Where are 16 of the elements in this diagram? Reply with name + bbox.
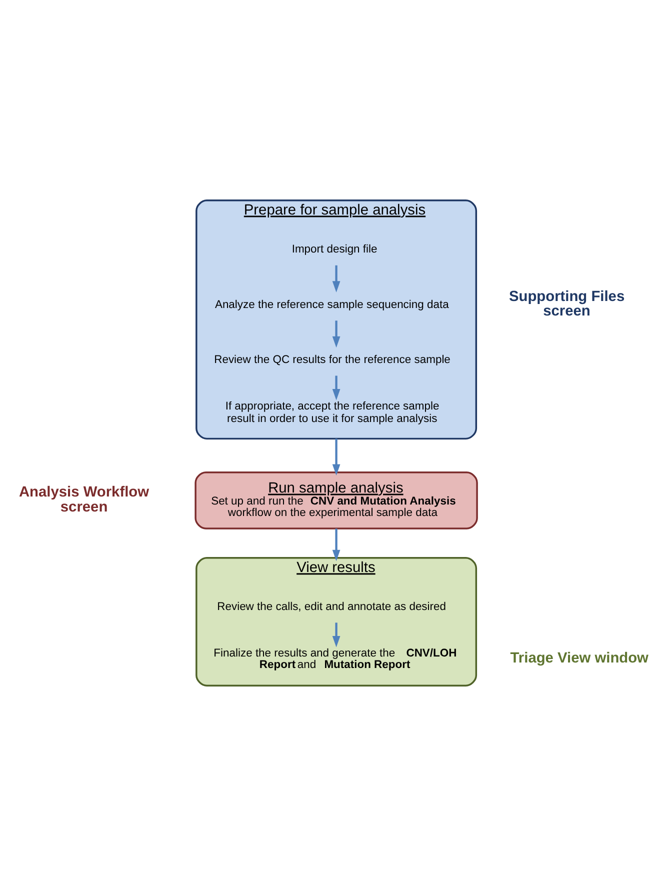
node-text: Import design file — [292, 244, 378, 256]
node-text: Analyze the reference sample sequencing data — [214, 298, 449, 311]
node-text: Finalize the results and generate the CNV/LOH Report and Mutation Report — [214, 648, 457, 671]
node-label: Supporting Files screen — [508, 289, 625, 320]
arrow — [332, 528, 340, 562]
arrow — [332, 265, 340, 292]
node-text: If appropriate, accept the reference sample result in order to use it for sample analysis — [225, 400, 440, 425]
node-text: Review the calls, edit and annotate as desired — [217, 600, 446, 613]
node-label: Triage View window — [510, 650, 648, 666]
node-box: Run sample analysis Set up and run the CNV and Mutation Analysis workflow on the experimental sample data — [194, 472, 478, 530]
arrow — [332, 376, 340, 400]
node-text: Review the QC results for the reference sample — [214, 354, 450, 366]
node-label: Analysis Workflow screen — [18, 484, 150, 516]
arrow — [332, 438, 340, 476]
arrow — [332, 320, 340, 348]
arrow — [332, 622, 340, 648]
